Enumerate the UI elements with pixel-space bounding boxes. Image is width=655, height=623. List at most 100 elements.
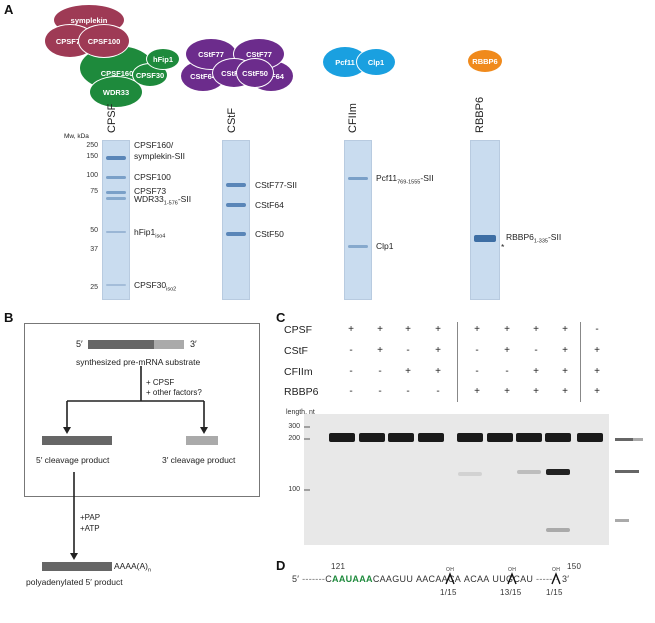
condition-cfiim-lane-4: + bbox=[435, 366, 441, 377]
condition-cstf-lane-7: - bbox=[534, 345, 538, 356]
gel-substrate-band-lane-6 bbox=[487, 433, 513, 442]
condition-cstf-lane-4: + bbox=[435, 345, 441, 356]
band-hfip1 bbox=[106, 231, 126, 233]
rbbp6-gel-label: RBBP61-335-SII bbox=[506, 232, 561, 245]
condition-cpsf-lane-1: + bbox=[348, 324, 354, 335]
cstf50-right-label: CStF50 bbox=[242, 68, 268, 78]
seq-dots-left: ------- bbox=[302, 574, 326, 584]
marker-substrate-dark bbox=[615, 438, 633, 441]
condition-cfiim-lane-7: + bbox=[533, 366, 539, 377]
panel-d-letter: D bbox=[276, 558, 286, 573]
polyA-tail-text: AAAA(A) bbox=[114, 561, 149, 571]
cpsf-label-4-end: -SII bbox=[177, 194, 192, 204]
condition-cstf-lane-8: + bbox=[562, 345, 568, 356]
panel-b-box bbox=[24, 323, 260, 497]
grid-separator-2 bbox=[580, 322, 581, 402]
cpsf-label-5: hFip1iso4 bbox=[134, 227, 165, 240]
marker-3prime-product bbox=[615, 519, 629, 522]
condition-cstf-lane-6: + bbox=[504, 345, 510, 356]
condition-label-cpsf: CPSF bbox=[284, 324, 313, 336]
condition-cpsf-lane-4: + bbox=[435, 324, 441, 335]
seq-c1: C bbox=[325, 574, 333, 584]
cstf64-left-label: CStF64 bbox=[190, 71, 216, 81]
cleave5-bar bbox=[42, 436, 112, 445]
rbbp6-shape-label: RBBP6 bbox=[472, 56, 498, 66]
condition-rbbp6-lane-8: + bbox=[562, 386, 568, 397]
polyA-caption: polyadenylated 5′ product bbox=[26, 577, 123, 587]
rbbp6-star: * bbox=[501, 242, 505, 252]
substrate-3prime: 3′ bbox=[190, 339, 197, 349]
cleave3-bar bbox=[186, 436, 218, 445]
marker-substrate-light bbox=[633, 438, 643, 441]
gel-title-cfiim: CFIIm bbox=[347, 103, 359, 133]
condition-cstf-lane-3: - bbox=[406, 345, 410, 356]
gel-substrate-band-lane-7 bbox=[516, 433, 542, 442]
symplekin-label: symplekin bbox=[70, 15, 108, 25]
cpsf30-label: CPSF30 bbox=[135, 70, 165, 80]
cpsf100-label: CPSF100 bbox=[87, 36, 121, 46]
seq-part4: UUGCAU bbox=[492, 574, 534, 584]
cpsf100-shape: CPSF100 bbox=[78, 24, 130, 58]
gel-3prime-product-lane-8 bbox=[546, 528, 570, 532]
polyA-bar bbox=[42, 562, 112, 571]
rbbp6-shape: RBBP6 bbox=[468, 50, 502, 72]
grid-separator-1 bbox=[457, 322, 458, 402]
condition-cstf-lane-9: + bbox=[594, 345, 600, 356]
condition-cpsf-lane-3: + bbox=[405, 324, 411, 335]
cpsf73-label: CPSF73 bbox=[55, 36, 85, 46]
polyA-tail: AAAA(A)n bbox=[114, 561, 151, 574]
band-rbbp6 bbox=[474, 235, 496, 242]
cfiim-label-1-sub: 769-1555 bbox=[397, 179, 421, 186]
hfip1-label: hFip1 bbox=[153, 54, 173, 64]
gel-lane-cpsf bbox=[102, 140, 130, 300]
condition-rbbp6-lane-6: + bbox=[504, 386, 510, 397]
cfiim-label-1-end: -SII bbox=[420, 173, 434, 183]
gel-lane-cstf bbox=[222, 140, 250, 300]
condition-cpsf-lane-8: + bbox=[562, 324, 568, 335]
gel-lane-rbbp6 bbox=[470, 140, 500, 300]
cstf50-right-shape: CStF50 bbox=[236, 58, 274, 88]
substrate-bar-dark bbox=[88, 340, 154, 349]
cleave3-caption: 3′ cleavage product bbox=[162, 455, 236, 465]
condition-rbbp6-lane-4: - bbox=[436, 386, 440, 397]
cpsf-label-3: CPSF73 bbox=[134, 186, 167, 196]
substrate-bar-light bbox=[154, 340, 184, 349]
cstf77-right-label: CStF77 bbox=[246, 49, 272, 59]
rbbp6-gel-label-end: -SII bbox=[547, 232, 562, 242]
gel-substrate-band-lane-9 bbox=[577, 433, 603, 442]
clp1-shape: Clp1 bbox=[356, 48, 396, 76]
cfiim-label-1-text: Pcf11 bbox=[376, 173, 398, 183]
mw-250: 250 bbox=[86, 142, 98, 149]
hfip1-shape: hFip1 bbox=[146, 48, 180, 70]
mw-150: 150 bbox=[86, 153, 98, 160]
condition-cpsf-lane-5: + bbox=[474, 324, 480, 335]
oh-2: OH bbox=[508, 567, 517, 573]
condition-rbbp6-lane-7: + bbox=[533, 386, 539, 397]
seq-end-num: 150 bbox=[567, 562, 582, 571]
sequence-line: 5′ -------CAAUAAACAAGUU AACAACA ACAA UUG… bbox=[292, 574, 569, 584]
gel-substrate-band-lane-1 bbox=[329, 433, 355, 442]
seq-part3: ACAA bbox=[463, 574, 490, 584]
condition-rbbp6-lane-3: - bbox=[406, 386, 410, 397]
gel-substrate-band-lane-4 bbox=[418, 433, 444, 442]
seq-part1: CAAGUU bbox=[372, 574, 414, 584]
band-clp1 bbox=[348, 245, 368, 248]
condition-cpsf-lane-7: + bbox=[533, 324, 539, 335]
cpsf-label-4-text: WDR33 bbox=[134, 194, 164, 204]
mw-100: 100 bbox=[86, 172, 98, 179]
cstf-label-1: CStF77-SII bbox=[255, 180, 298, 190]
cpsf-label-6-sub: iso2 bbox=[166, 286, 177, 293]
condition-rbbp6-lane-5: + bbox=[474, 386, 480, 397]
condition-label-cstf: CStF bbox=[284, 345, 308, 357]
mw-37: 37 bbox=[90, 246, 98, 253]
condition-cfiim-lane-9: + bbox=[594, 366, 600, 377]
condition-cpsf-lane-9: - bbox=[595, 324, 599, 335]
cut-frequency-3: 1/15 bbox=[546, 588, 563, 597]
panel-c-letter: C bbox=[276, 310, 286, 325]
condition-cstf-lane-5: - bbox=[475, 345, 479, 356]
cstf77-left-label: CStF77 bbox=[198, 49, 224, 59]
cpsf-label-6: CPSF30iso2 bbox=[134, 280, 176, 293]
substrate-caption: synthesized pre-mRNA substrate bbox=[76, 357, 201, 367]
condition-cfiim-lane-1: - bbox=[349, 366, 353, 377]
condition-label-cfiim: CFIIm bbox=[284, 366, 313, 378]
